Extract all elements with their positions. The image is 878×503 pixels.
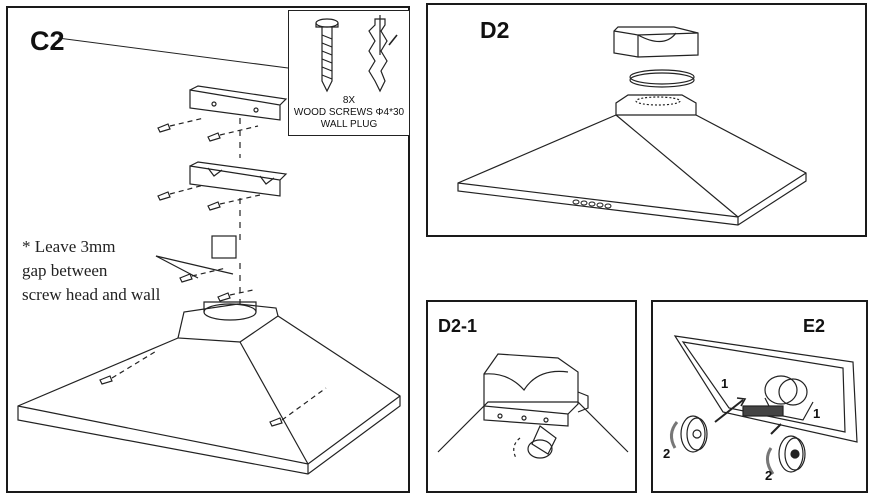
hardware-quantity: 8X bbox=[342, 95, 356, 106]
screw-and-plug-icon bbox=[315, 15, 398, 93]
wall-plug-label: WALL PLUG bbox=[320, 119, 378, 130]
e2-step-1-right: 1 bbox=[813, 406, 821, 421]
panel-d2: D2 bbox=[426, 3, 867, 237]
d2-1-illustration bbox=[437, 353, 629, 459]
hardware-inset: 8X WOOD SCREWS Φ4*30 WALL PLUG bbox=[288, 10, 410, 136]
gap-note-line-2: gap between bbox=[22, 261, 108, 280]
panel-e2: E2 1 1 2 2 bbox=[651, 300, 868, 493]
d2-illustration bbox=[457, 26, 807, 226]
gap-note-line-1: * Leave 3mm bbox=[22, 237, 116, 256]
e2-illustration bbox=[670, 335, 858, 475]
panel-d2-1: D2-1 bbox=[426, 300, 637, 493]
e2-step-1-top: 1 bbox=[721, 376, 729, 391]
d2-title: D2 bbox=[480, 17, 510, 43]
d2-1-title: D2-1 bbox=[438, 316, 478, 336]
e2-step-2-right: 2 bbox=[765, 468, 773, 483]
wood-screws-label: WOOD SCREWS Φ4*30 bbox=[293, 107, 405, 118]
panel-c2: C2 * Leave 3mm gap between screw head an… bbox=[6, 6, 410, 493]
e2-step-2-left: 2 bbox=[663, 446, 671, 461]
c2-illustration bbox=[17, 37, 401, 475]
gap-note-line-3: screw head and wall bbox=[22, 285, 161, 304]
e2-title: E2 bbox=[803, 316, 826, 336]
c2-title: C2 bbox=[30, 26, 65, 56]
